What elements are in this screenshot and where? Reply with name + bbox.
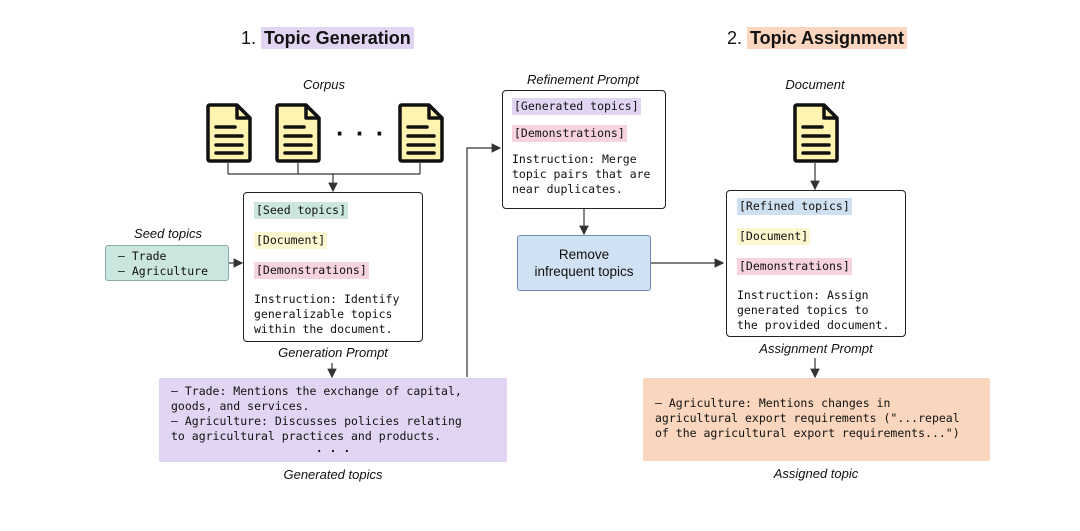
generation-title-highlight: Topic Generation bbox=[261, 27, 414, 49]
instruction-line: the provided document. bbox=[737, 318, 890, 332]
remove-infrequent-topics-step: Remove infrequent topics bbox=[517, 235, 651, 291]
assignment-prompt-label: Assignment Prompt bbox=[759, 341, 873, 356]
assigned-topic-line: agricultural export requirements ("...re… bbox=[655, 411, 960, 425]
assignment-title-highlight: Topic Assignment bbox=[747, 27, 908, 49]
seed-topics-box: – Trade – Agriculture bbox=[105, 245, 229, 281]
instruction-line: Instruction: Assign bbox=[737, 288, 869, 302]
generated-topics-box: – Trade: Mentions the exchange of capita… bbox=[159, 378, 507, 462]
seed-topic-item: – Agriculture bbox=[118, 264, 209, 278]
assigned-topic-line: – Agriculture: Mentions changes in bbox=[655, 396, 891, 410]
instruction-line: near duplicates. bbox=[512, 182, 623, 196]
seed-topic-item: – Trade bbox=[118, 249, 167, 263]
refinement-prompt-box: [Generated topics] [Demonstrations] Inst… bbox=[502, 90, 666, 209]
generated-topics-label: Generated topics bbox=[283, 467, 383, 482]
instruction-line: generalizable topics bbox=[254, 307, 393, 321]
instruction-line: Instruction: Identify bbox=[254, 292, 400, 306]
instruction-line: Instruction: Merge bbox=[512, 152, 637, 166]
generation-prompt-label: Generation Prompt bbox=[278, 345, 388, 360]
document-label: Document bbox=[785, 77, 845, 92]
seed-topics-tag: [Seed topics] bbox=[254, 202, 349, 219]
assignment-title: 2. Topic Assignment bbox=[727, 27, 908, 49]
generated-topics-tag: [Generated topics] bbox=[512, 98, 641, 115]
remove-step-line: infrequent topics bbox=[534, 264, 634, 279]
document-icon bbox=[792, 103, 840, 168]
refinement-prompt-label: Refinement Prompt bbox=[527, 72, 639, 87]
document-tag: [Document] bbox=[254, 232, 328, 249]
instruction-line: generated topics to bbox=[737, 303, 869, 317]
generation-prompt-box: [Seed topics] [Document] [Demonstrations… bbox=[243, 192, 423, 342]
demonstrations-tag: [Demonstrations] bbox=[737, 258, 852, 275]
document-icon bbox=[205, 103, 253, 168]
assigned-topic-box: – Agriculture: Mentions changes in agric… bbox=[643, 378, 990, 461]
corpus-ellipsis: · · · bbox=[336, 118, 387, 148]
demonstrations-tag: [Demonstrations] bbox=[512, 125, 627, 142]
document-icon bbox=[274, 103, 322, 168]
generated-topic-line: – Trade: Mentions the exchange of capita… bbox=[171, 384, 462, 398]
generation-title-number: 1. bbox=[241, 28, 262, 48]
assigned-topic-line: of the agricultural export requirements.… bbox=[655, 426, 960, 440]
document-tag: [Document] bbox=[737, 228, 811, 245]
generation-title: 1. Topic Generation bbox=[241, 27, 414, 49]
generated-topics-ellipsis: · · · bbox=[315, 444, 351, 458]
demonstrations-tag: [Demonstrations] bbox=[254, 262, 369, 279]
assigned-topic-label: Assigned topic bbox=[773, 466, 859, 481]
document-icon bbox=[397, 103, 445, 168]
seed-topics-label: Seed topics bbox=[134, 226, 202, 241]
remove-step-line: Remove bbox=[558, 247, 610, 262]
instruction-line: topic pairs that are bbox=[512, 167, 651, 181]
refined-topics-tag: [Refined topics] bbox=[737, 198, 852, 215]
assignment-title-number: 2. bbox=[727, 28, 748, 48]
generated-topic-line: – Agriculture: Discusses policies relati… bbox=[171, 414, 462, 428]
corpus-label: Corpus bbox=[303, 77, 345, 92]
generated-topic-line: to agricultural practices and products. bbox=[171, 429, 442, 443]
generated-to-refinement-arrow bbox=[466, 143, 502, 377]
assignment-prompt-box: [Refined topics] [Document] [Demonstrati… bbox=[726, 190, 906, 337]
generated-topic-line: goods, and services. bbox=[171, 399, 310, 413]
instruction-line: within the document. bbox=[254, 322, 393, 336]
